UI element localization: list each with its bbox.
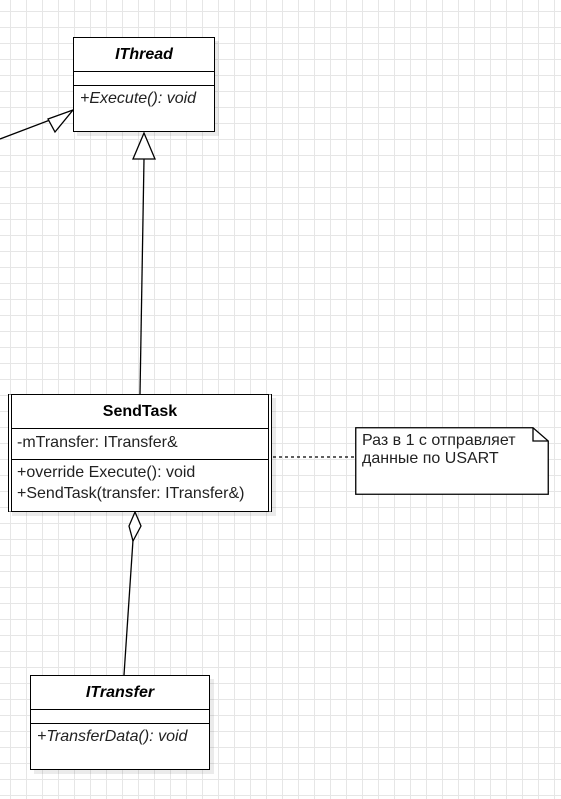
operations-section-ithread: +Execute(): void [74,86,214,112]
attributes-section-ithread [74,72,214,86]
note-sendtask[interactable]: Раз в 1 с отправляет данные по USART [355,427,549,495]
note-shape [355,427,549,495]
operation-transferdata: +TransferData(): void [37,728,188,745]
class-name-itransfer: ITransfer [31,676,209,710]
note-text: Раз в 1 с отправляет данные по USART [362,432,542,468]
class-itransfer[interactable]: ITransfer +TransferData(): void [30,675,210,770]
note-line-2: данные по USART [362,450,499,467]
generalization-arrowhead-sendtask [132,131,156,160]
class-sendtask[interactable]: SendTask -mTransfer: ITransfer& +overrid… [8,394,272,512]
aggregation-diamond [128,510,142,543]
class-ithread[interactable]: IThread +Execute(): void [73,37,215,132]
generalization-line-sendtask [139,158,145,395]
class-name-sendtask: SendTask [12,395,268,429]
operations-section-sendtask: +override Execute(): void +SendTask(tran… [12,460,268,504]
operation-override-execute: +override Execute(): void [17,464,196,481]
attributes-section-sendtask: -mTransfer: ITransfer& [12,429,268,460]
attributes-section-itransfer [31,710,209,724]
generalization-line-offscreen [0,119,51,140]
operation-sendtask-constructor: +SendTask(transfer: ITransfer&) [17,485,245,502]
aggregation-line [123,539,134,676]
operation-execute: +Execute(): void [80,90,197,107]
generalization-arrowhead-offscreen [47,108,75,134]
note-line-1: Раз в 1 с отправляет [362,432,516,449]
attribute-mtransfer: -mTransfer: ITransfer& [17,434,178,451]
class-name-ithread: IThread [74,38,214,72]
operations-section-itransfer: +TransferData(): void [31,724,209,750]
